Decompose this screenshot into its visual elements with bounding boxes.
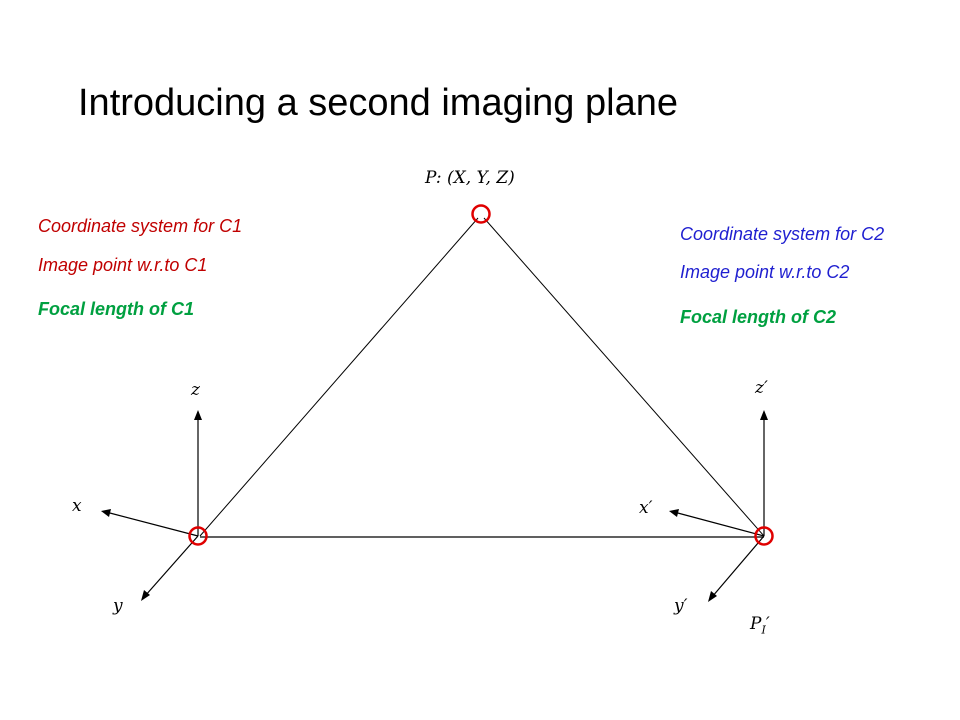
c1-z-label: z xyxy=(191,380,200,400)
c2-image-point-note: Image point w.r.to C2 xyxy=(680,262,850,282)
c2-x-axis xyxy=(673,511,765,537)
c1-image-point-note: Image point w.r.to C1 xyxy=(38,255,208,275)
c1-x-arrowhead xyxy=(101,509,111,517)
image-point-prime: ′ xyxy=(765,614,770,634)
c2-x-label: x′ xyxy=(639,498,653,518)
c2-x-arrowhead xyxy=(669,509,679,517)
c1-x-axis xyxy=(105,511,199,537)
c1-y-arrowhead xyxy=(141,590,150,601)
c1-focal-note: Focal length of C1 xyxy=(38,299,195,319)
c2-coordinate-note: Coordinate system for C2 xyxy=(680,224,885,244)
image-point-sub: I xyxy=(761,623,766,637)
c2-focal-note: Focal length of C2 xyxy=(680,307,837,327)
ray-c2-to-point xyxy=(483,217,765,537)
c2-y-axis xyxy=(711,535,765,598)
c1-y-label: y xyxy=(113,596,123,616)
c1-y-axis xyxy=(144,535,199,597)
point-p-label: P: (X, Y, Z) xyxy=(425,168,515,188)
image-point-base: P xyxy=(750,614,762,634)
c2-z-label: z′ xyxy=(755,378,768,398)
c2-image-point-label: PI′ xyxy=(750,614,770,636)
slide-title: Introducing a second imaging plane xyxy=(78,82,678,124)
c1-z-arrowhead xyxy=(194,410,202,420)
c2-y-arrowhead xyxy=(708,591,717,602)
c2-y-label: y′ xyxy=(674,596,688,616)
c1-x-label: x xyxy=(72,496,82,516)
c1-coordinate-note: Coordinate system for C1 xyxy=(38,216,243,236)
point-p-marker xyxy=(471,204,491,224)
c2-z-arrowhead xyxy=(760,410,768,420)
c2-origin-marker xyxy=(754,526,774,546)
ray-c1-to-point xyxy=(199,217,479,537)
c1-origin-marker xyxy=(188,526,208,546)
